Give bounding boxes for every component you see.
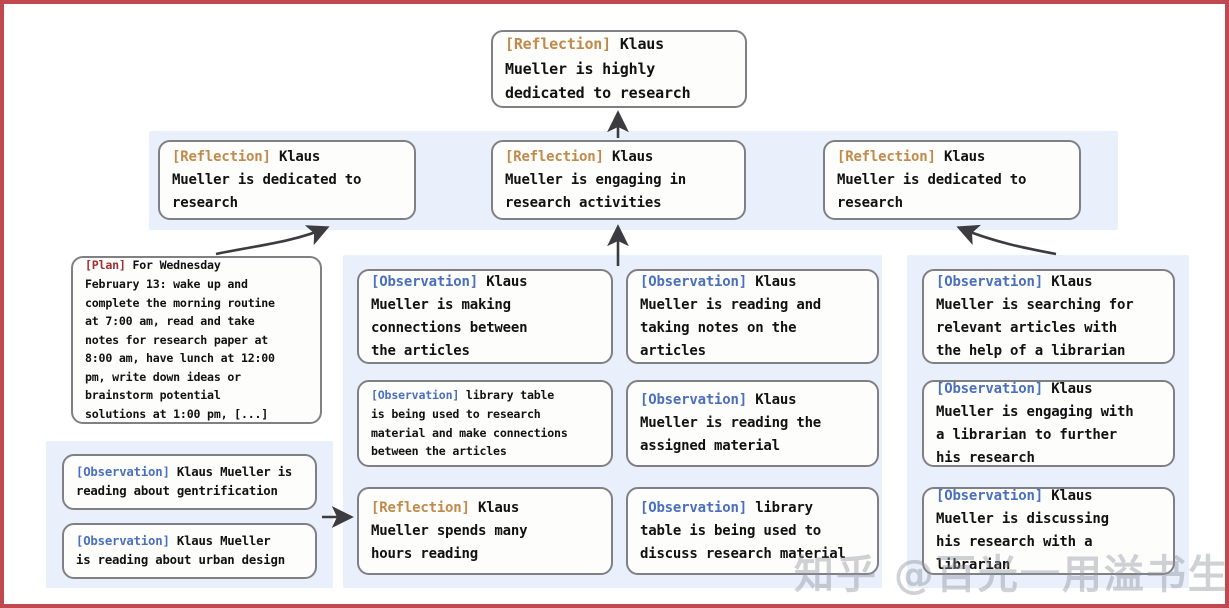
arrow-plan-to-reflection-left bbox=[215, 225, 330, 256]
node-body: For Wednesday February 13: wake up and c… bbox=[85, 258, 275, 422]
node-body: Klaus Mueller is reading about gentrific… bbox=[76, 464, 293, 499]
tag-observation: [Observation] bbox=[936, 273, 1043, 290]
tag-observation: [Observation] bbox=[76, 533, 170, 548]
node-body: Klaus Mueller is highly dedicated to res… bbox=[505, 35, 691, 103]
diagram-canvas: [Reflection] Klaus Mueller is highly ded… bbox=[4, 4, 1225, 604]
node-text: [Observation] library table is being use… bbox=[359, 386, 611, 460]
tag-reflection: [Reflection] bbox=[505, 35, 611, 54]
node-text: [Plan] For Wednesday February 13: wake u… bbox=[73, 258, 320, 422]
node-body: Klaus Mueller is dedicated to research bbox=[172, 148, 362, 211]
node-body: Klaus Mueller spends many hours reading bbox=[371, 499, 528, 562]
node-text: [Observation] Klaus Mueller is reading a… bbox=[64, 532, 315, 571]
node-reflection-right[interactable]: [Reflection] Klaus Mueller is dedicated … bbox=[823, 140, 1081, 220]
node-body: library table is being used to research … bbox=[371, 388, 568, 459]
tag-reflection: [Reflection] bbox=[505, 148, 604, 165]
node-left-observation-2[interactable]: [Observation] Klaus Mueller is reading a… bbox=[62, 523, 317, 579]
node-reflection-left[interactable]: [Reflection] Klaus Mueller is dedicated … bbox=[158, 140, 416, 220]
tag-observation: [Observation] bbox=[640, 273, 747, 290]
tag-observation: [Observation] bbox=[371, 388, 460, 403]
node-body: Klaus Mueller is engaging in research ac… bbox=[505, 148, 687, 211]
node-body: Klaus Mueller is engaging with a librari… bbox=[936, 380, 1134, 466]
node-body: Klaus Mueller is searching for relevant … bbox=[936, 273, 1134, 359]
node-body: Klaus Mueller is making connections betw… bbox=[371, 273, 528, 359]
node-text: [Observation] Klaus Mueller is searching… bbox=[924, 271, 1173, 362]
tag-reflection: [Reflection] bbox=[837, 148, 936, 165]
node-reflection-middle[interactable]: [Reflection] Klaus Mueller is engaging i… bbox=[491, 140, 746, 220]
node-text: [Observation] Klaus Mueller is engaging … bbox=[924, 380, 1173, 466]
node-col-c-observation-2[interactable]: [Observation] Klaus Mueller is engaging … bbox=[922, 380, 1175, 467]
node-col-c-observation-3[interactable]: [Observation] Klaus Mueller is discussin… bbox=[922, 487, 1175, 575]
node-plan[interactable]: [Plan] For Wednesday February 13: wake u… bbox=[71, 256, 322, 424]
node-body: library table is being used to discuss r… bbox=[640, 499, 846, 562]
node-text: [Reflection] Klaus Mueller spends many h… bbox=[359, 497, 611, 566]
node-root-reflection[interactable]: [Reflection] Klaus Mueller is highly ded… bbox=[491, 30, 747, 108]
node-text: [Reflection] Klaus Mueller is dedicated … bbox=[825, 146, 1079, 215]
tag-observation: [Observation] bbox=[640, 392, 747, 408]
node-text: [Observation] Klaus Mueller is reading a… bbox=[628, 271, 877, 362]
node-text: [Observation] Klaus Mueller is making co… bbox=[359, 271, 611, 362]
node-text: [Reflection] Klaus Mueller is engaging i… bbox=[493, 146, 744, 215]
node-text: [Observation] Klaus Mueller is reading t… bbox=[628, 389, 877, 458]
node-col-a-reflection[interactable]: [Reflection] Klaus Mueller spends many h… bbox=[357, 487, 613, 575]
tag-observation: [Observation] bbox=[640, 499, 747, 516]
tag-plan: [Plan] bbox=[85, 258, 126, 273]
node-col-a-observation-1[interactable]: [Observation] Klaus Mueller is making co… bbox=[357, 269, 613, 364]
node-text: [Observation] Klaus Mueller is reading a… bbox=[64, 463, 315, 502]
tag-reflection: [Reflection] bbox=[371, 499, 470, 516]
node-text: [Reflection] Klaus Mueller is dedicated … bbox=[160, 146, 414, 215]
node-col-b-observation-1[interactable]: [Observation] Klaus Mueller is reading a… bbox=[626, 269, 879, 364]
node-left-observation-1[interactable]: [Observation] Klaus Mueller is reading a… bbox=[62, 454, 317, 510]
tag-observation: [Observation] bbox=[76, 464, 170, 479]
node-col-b-observation-3[interactable]: [Observation] library table is being use… bbox=[626, 487, 879, 575]
node-text: [Reflection] Klaus Mueller is highly ded… bbox=[493, 32, 745, 106]
node-body: Klaus Mueller is reading and taking note… bbox=[640, 273, 822, 359]
node-body: Klaus Mueller is dedicated to research bbox=[837, 148, 1027, 211]
tag-observation: [Observation] bbox=[371, 273, 478, 290]
node-col-a-observation-2[interactable]: [Observation] library table is being use… bbox=[357, 380, 613, 467]
node-body: Klaus Mueller is reading about urban des… bbox=[76, 533, 285, 568]
node-text: [Observation] Klaus Mueller is discussin… bbox=[924, 488, 1173, 573]
tag-reflection: [Reflection] bbox=[172, 148, 271, 165]
node-text: [Observation] library table is being use… bbox=[628, 497, 877, 566]
node-col-b-observation-2[interactable]: [Observation] Klaus Mueller is reading t… bbox=[626, 380, 879, 467]
node-body: Klaus Mueller is reading the assigned ma… bbox=[640, 392, 822, 454]
tag-observation: [Observation] bbox=[936, 380, 1043, 397]
node-col-c-observation-1[interactable]: [Observation] Klaus Mueller is searching… bbox=[922, 269, 1175, 364]
node-body: Klaus Mueller is discussing his research… bbox=[936, 488, 1109, 573]
arrow-column-c-to-reflection-right bbox=[956, 224, 1057, 256]
tag-observation: [Observation] bbox=[936, 488, 1043, 504]
